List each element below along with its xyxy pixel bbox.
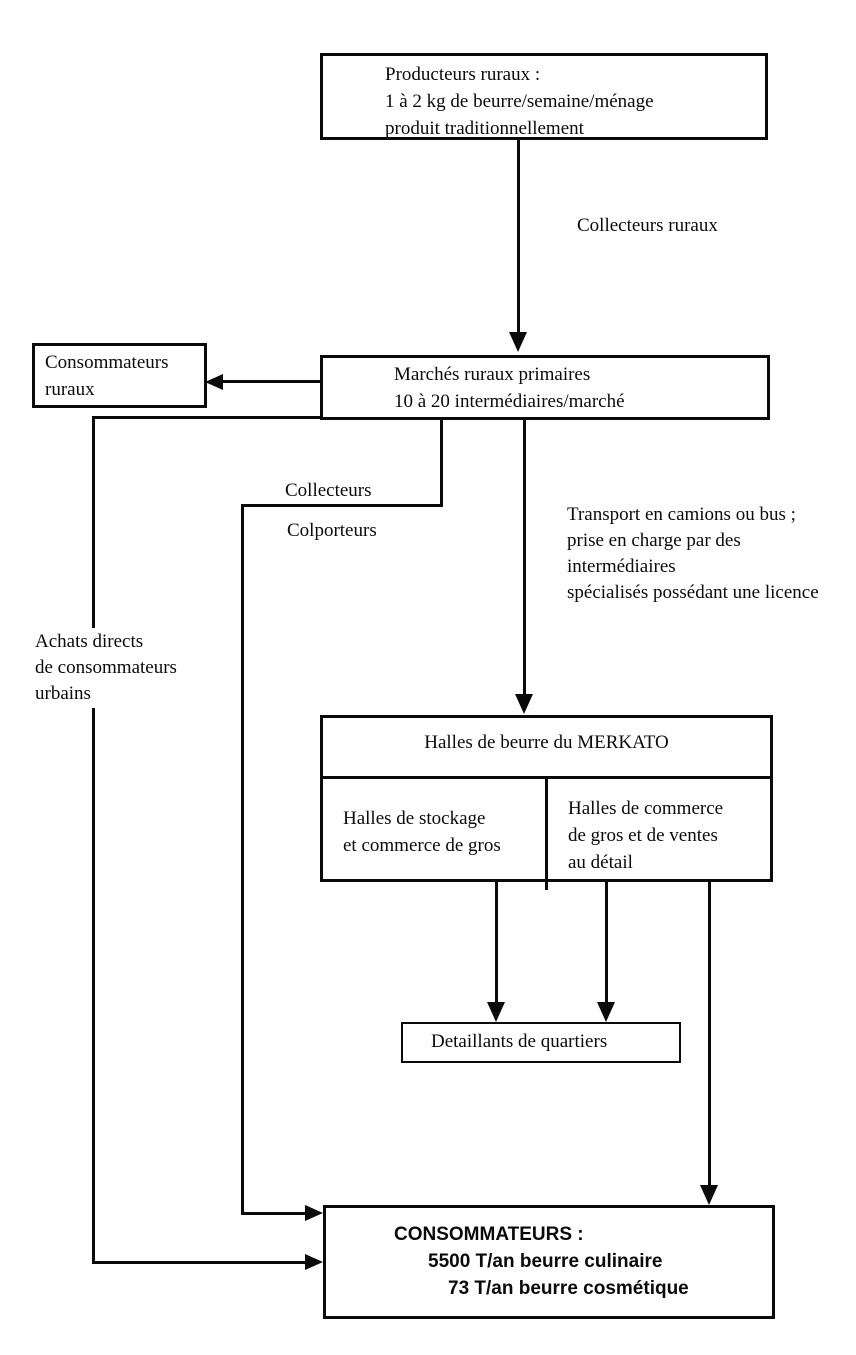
transport-line: spécialisés possédant une licence (567, 582, 819, 603)
edge-achats-directs-top-line (92, 416, 322, 419)
halles-stockage-line: Halles de stockage (343, 808, 486, 829)
marches-ruraux-box: Marchés ruraux primaires 10 à 20 intermé… (320, 355, 770, 420)
halles-commerce-line: de gros et de ventes (568, 825, 718, 846)
producteurs-line: produit traditionnellement (385, 118, 584, 139)
achats-directs-line: Achats directs (35, 631, 144, 652)
arrowhead-down (597, 1002, 615, 1022)
halles-header: Halles de beurre du MERKATO (323, 718, 770, 779)
achats-directs-line: de consommateurs (35, 657, 177, 678)
edge-halles-to-detaillants-line (495, 882, 498, 1004)
halles-commerce-line: au détail (568, 852, 633, 873)
consommateurs-box: CONSOMMATEURS : 5500 T/an beurre culinai… (323, 1205, 775, 1319)
transport-label: Transport en camions ou bus ; prise en c… (567, 502, 819, 606)
consommateurs-ruraux-line: ruraux (45, 379, 95, 400)
consommateurs-line: 5500 T/an beurre culinaire (428, 1251, 663, 1272)
arrowhead-down (487, 1002, 505, 1022)
achats-directs-label: Achats directs de consommateurs urbains (34, 628, 181, 708)
consommateurs-line: CONSOMMATEURS : (394, 1224, 584, 1245)
detaillants-box: Detaillants de quartiers (401, 1022, 681, 1063)
halles-commerce-cell: Halles de commerce de gros et de ventes … (548, 779, 770, 890)
transport-line: Transport en camions ou bus ; (567, 504, 796, 525)
achats-directs-line: urbains (35, 683, 91, 704)
collecteurs-ruraux-label: Collecteurs ruraux (577, 215, 718, 236)
transport-line: intermédiaires (567, 556, 676, 577)
halles-stockage-cell: Halles de stockage et commerce de gros (323, 779, 548, 890)
halles-commerce-line: Halles de commerce (568, 798, 724, 819)
edge-colporteurs-vertical-line (241, 504, 244, 1215)
colporteurs-label: Colporteurs (287, 520, 377, 541)
consommateurs-ruraux-line: Consommateurs (45, 352, 169, 373)
edge-achats-directs-vertical-line (92, 416, 95, 1264)
arrowhead-down (515, 694, 533, 714)
arrowhead-down (700, 1185, 718, 1205)
producteurs-line: 1 à 2 kg de beurre/semaine/ménage (385, 91, 654, 112)
consommateurs-line: 73 T/an beurre cosmétique (448, 1278, 689, 1299)
edge-marches-to-halles-line (523, 418, 526, 695)
detaillants-label: Detaillants de quartiers (431, 1031, 608, 1052)
edge-producteurs-to-marches-line (517, 140, 520, 332)
edge-halles-to-detaillants-line (605, 882, 608, 1004)
edge-colporteurs-drop-line (440, 418, 443, 507)
marches-line: Marchés ruraux primaires (394, 364, 591, 385)
halles-stockage-line: et commerce de gros (343, 835, 501, 856)
edge-achats-directs-bottom-line (92, 1261, 306, 1264)
producteurs-ruraux-box: Producteurs ruraux : 1 à 2 kg de beurre/… (320, 53, 768, 140)
arrowhead-right (305, 1205, 323, 1221)
arrowhead-left (205, 374, 223, 390)
marches-line: 10 à 20 intermédiaires/marché (394, 391, 625, 412)
edge-marches-to-consommateurs-ruraux-line (221, 380, 320, 383)
producteurs-line: Producteurs ruraux : (385, 64, 541, 85)
arrowhead-down (509, 332, 527, 352)
edge-halles-to-consommateurs-line (708, 882, 711, 1187)
collecteurs-label: Collecteurs (285, 480, 372, 501)
consommateurs-ruraux-box: Consommateurs ruraux (32, 343, 207, 408)
edge-colporteurs-bottom-line (241, 1212, 306, 1215)
halles-merkato-box: Halles de beurre du MERKATO Halles de st… (320, 715, 773, 890)
edge-colporteurs-elbow-line (241, 504, 443, 507)
transport-line: prise en charge par des (567, 530, 741, 551)
arrowhead-right (305, 1254, 323, 1270)
